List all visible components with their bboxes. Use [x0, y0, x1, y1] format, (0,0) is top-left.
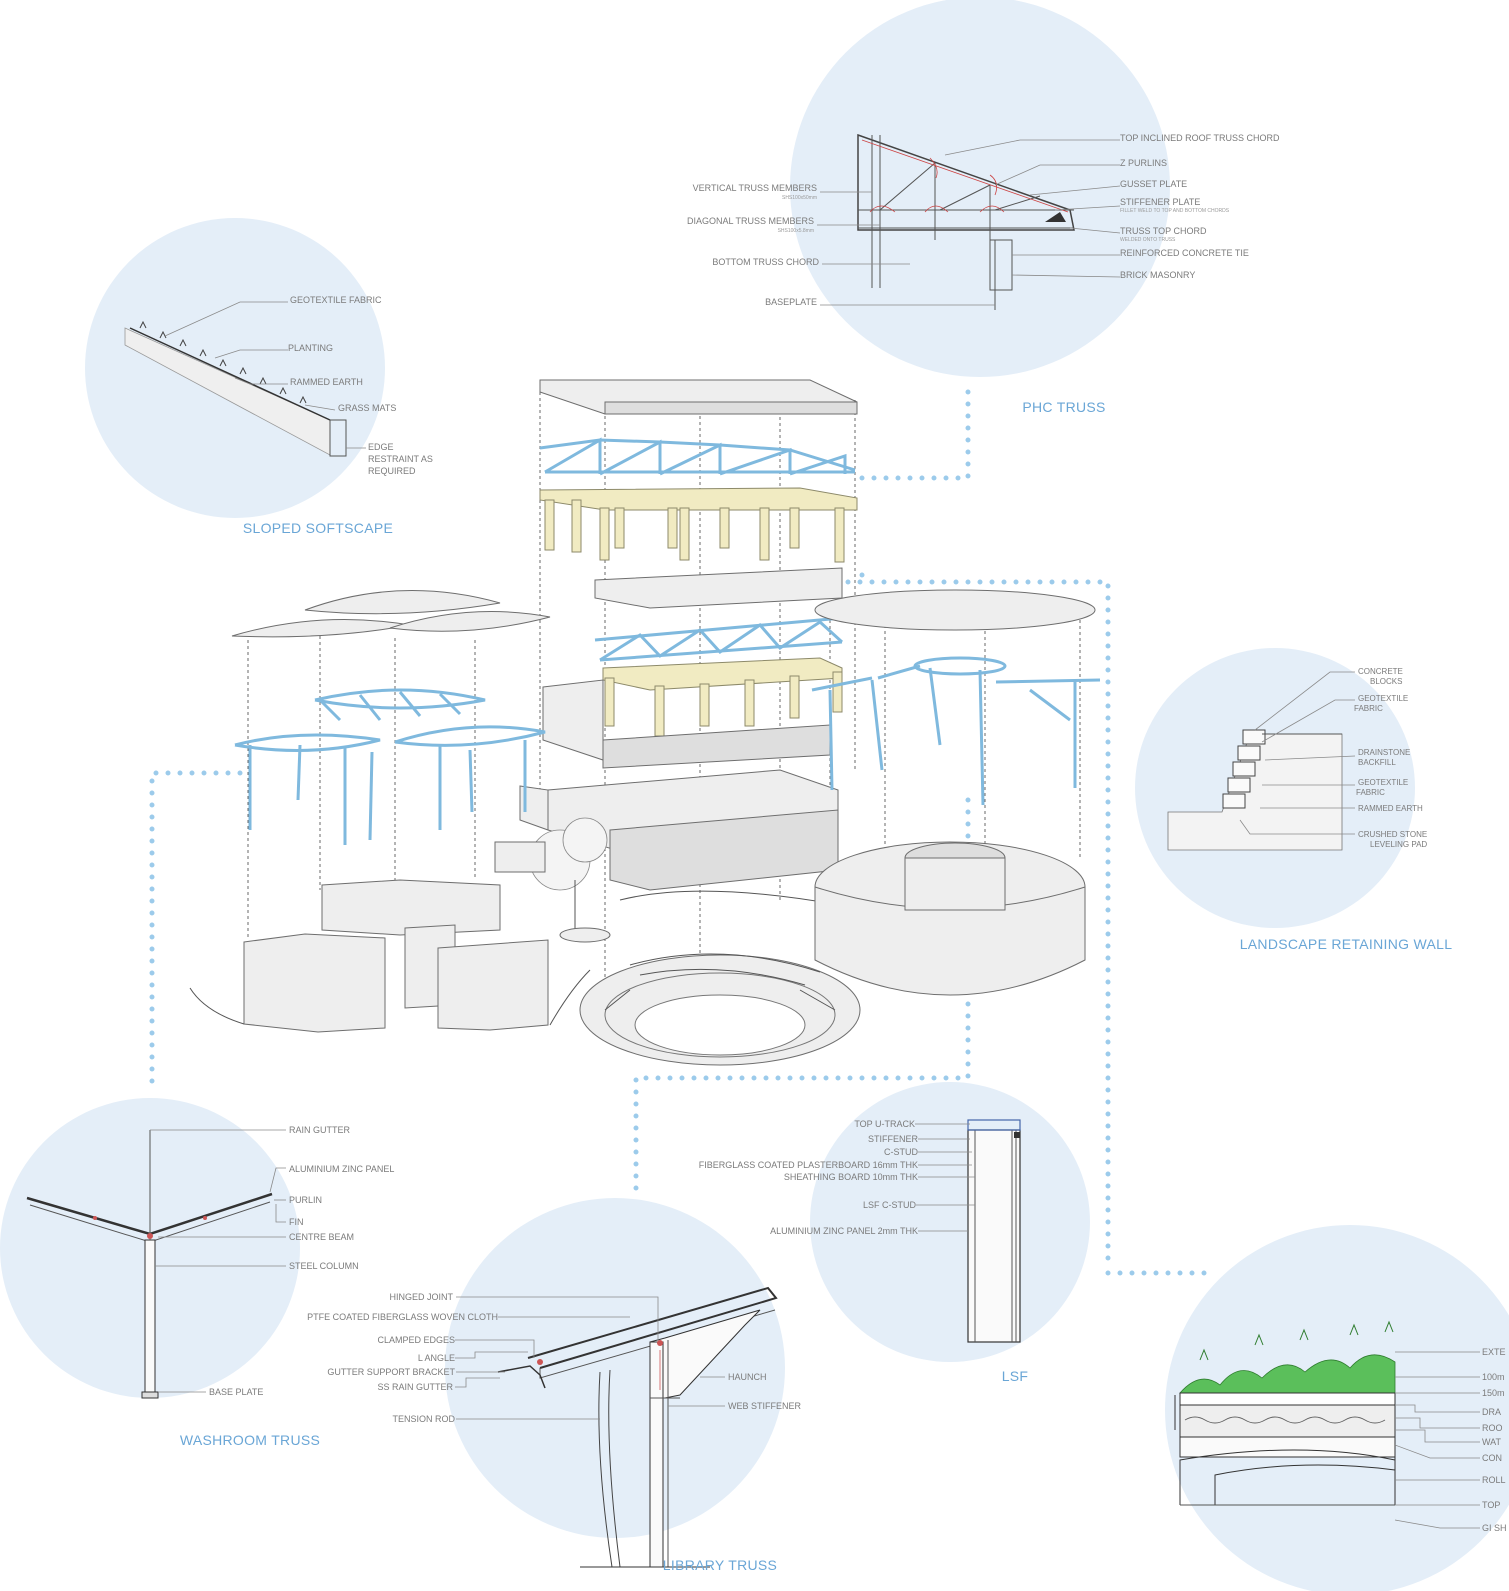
- phc-label-diagonal-sub: SHS100x5.8mm: [778, 228, 814, 234]
- phc-label-top-chord-sub: WELDED ONTO TRUSS: [1120, 237, 1176, 243]
- lsf-detail: TOP U-TRACK STIFFENER C-STUD FIBERGLASS …: [699, 1119, 1029, 1384]
- lsf-label-zinc-panel: ALUMINIUM ZINC PANEL 2mm THK: [770, 1226, 918, 1236]
- library-label-clamped-edges: CLAMPED EDGES: [377, 1335, 455, 1345]
- phc-label-vertical: VERTICAL TRUSS MEMBERS: [693, 183, 817, 193]
- washroom-label-base-plate: BASE PLATE: [209, 1387, 263, 1397]
- lsf-title: LSF: [1002, 1368, 1029, 1384]
- tree: [494, 817, 611, 943]
- lower-building: [519, 769, 841, 906]
- green-roof-label-1: EXTE: [1482, 1347, 1506, 1357]
- washroom-label-fin: FIN: [289, 1217, 304, 1227]
- middle-glulam-frame: [602, 657, 843, 737]
- library-label-tension-rod: TENSION ROD: [392, 1414, 455, 1424]
- library-truss-detail: HINGED JOINT PTFE COATED FIBERGLASS WOVE…: [307, 1286, 802, 1573]
- retaining-label-rammed-earth: RAMMED EARTH: [1358, 804, 1423, 813]
- lsf-label-stiffener: STIFFENER: [868, 1134, 919, 1144]
- green-roof-label-3: 150m: [1482, 1388, 1505, 1398]
- library-title: LIBRARY TRUSS: [663, 1557, 777, 1573]
- washroom-truss-detail: RAIN GUTTER ALUMINIUM ZINC PANEL PURLIN …: [26, 1125, 394, 1448]
- softscape-label-planting: PLANTING: [288, 343, 333, 353]
- washroom-title: WASHROOM TRUSS: [180, 1432, 320, 1448]
- library-circle: [445, 1198, 785, 1538]
- phc-right-labels: TOP INCLINED ROOF TRUSS CHORD Z PURLINS …: [1120, 133, 1280, 280]
- phc-truss-detail: TOP INCLINED ROOF TRUSS CHORD Z PURLINS …: [687, 133, 1280, 415]
- phc-label-stiffener: STIFFENER PLATE: [1120, 197, 1200, 207]
- retaining-label-fabric-2: FABRIC: [1356, 788, 1385, 797]
- phc-label-truss-top-chord: TRUSS TOP CHORD: [1120, 226, 1207, 236]
- phc-label-stiffener-sub: FILLET WELD TO TOP AND BOTTOM CHORDS: [1120, 208, 1230, 214]
- green-roof-label-10: GI SH: [1482, 1523, 1507, 1533]
- left-leaf-canopies: [231, 590, 551, 638]
- phc-label-vertical-sub: SHS100x50mm: [782, 195, 817, 201]
- phc-label-baseplate: BASEPLATE: [765, 297, 817, 307]
- retaining-label-blocks: BLOCKS: [1370, 677, 1402, 686]
- softscape-label-restraint: RESTRAINT AS: [368, 454, 433, 464]
- green-roof-label-6: WAT: [1482, 1437, 1501, 1447]
- library-label-haunch: HAUNCH: [728, 1372, 767, 1382]
- washroom-label-rain-gutter: RAIN GUTTER: [289, 1125, 351, 1135]
- softscape-title: SLOPED SOFTSCAPE: [243, 520, 393, 536]
- library-label-hinged-joint: HINGED JOINT: [389, 1292, 453, 1302]
- library-label-web-stiffener: WEB STIFFENER: [728, 1401, 802, 1411]
- phc-label-brick: BRICK MASONRY: [1120, 270, 1195, 280]
- phc-title: PHC TRUSS: [1022, 399, 1105, 415]
- retaining-label-fabric-1: FABRIC: [1354, 704, 1383, 713]
- central-axonometric: [189, 379, 1101, 1066]
- softscape-label-geotextile: GEOTEXTILE FABRIC: [290, 295, 382, 305]
- library-label-bracket: GUTTER SUPPORT BRACKET: [327, 1367, 455, 1377]
- green-roof-label-7: CON: [1482, 1453, 1502, 1463]
- green-roof-detail: EXTE 100m 150m DRA ROO WAT CON ROLL TOP …: [1174, 1320, 1507, 1533]
- softscape-label-edge: EDGE: [368, 442, 394, 452]
- green-roof-label-9: TOP: [1482, 1500, 1500, 1510]
- green-roof-planting: [1179, 1320, 1396, 1394]
- left-buildings: [189, 879, 591, 1033]
- retaining-label-drainstone: DRAINSTONE: [1358, 748, 1410, 757]
- washroom-label-zinc-panel: ALUMINIUM ZINC PANEL: [289, 1164, 394, 1174]
- phc-left-labels: VERTICAL TRUSS MEMBERS SHS100x50mm DIAGO…: [687, 183, 820, 307]
- softscape-label-grass-mats: GRASS MATS: [338, 403, 396, 413]
- phc-label-purlins: Z PURLINS: [1120, 158, 1167, 168]
- dotted-connectors: [149, 385, 1213, 1276]
- softscape-label-rammed-earth: RAMMED EARTH: [290, 377, 363, 387]
- retaining-label-geotextile-2: GEOTEXTILE: [1358, 778, 1408, 787]
- retaining-label-crushed-stone: CRUSHED STONE: [1358, 830, 1427, 839]
- green-roof-label-4: DRA: [1482, 1407, 1501, 1417]
- washroom-label-steel-column: STEEL COLUMN: [289, 1261, 359, 1271]
- green-roof-label-5: ROO: [1482, 1423, 1503, 1433]
- green-roof-label-8: ROLL: [1482, 1475, 1506, 1485]
- retaining-wall-detail: CONCRETE BLOCKS GEOTEXTILE FABRIC DRAINS…: [1167, 667, 1453, 952]
- library-label-gutter: SS RAIN GUTTER: [377, 1382, 453, 1392]
- washroom-label-purlin: PURLIN: [289, 1195, 322, 1205]
- lsf-label-lsf-c-stud: LSF C-STUD: [863, 1200, 917, 1210]
- phc-label-bottom-chord: BOTTOM TRUSS CHORD: [712, 257, 819, 267]
- softscape-detail: GEOTEXTILE FABRIC PLANTING RAMMED EARTH …: [124, 295, 433, 536]
- circular-pavilion: [811, 589, 1101, 996]
- phc-label-gusset: GUSSET PLATE: [1120, 179, 1187, 189]
- green-roof-label-2: 100m: [1482, 1372, 1505, 1382]
- phc-label-top-chord: TOP INCLINED ROOF TRUSS CHORD: [1120, 133, 1280, 143]
- retaining-label-leveling: LEVELING PAD: [1370, 840, 1427, 849]
- softscape-label-required: REQUIRED: [368, 466, 416, 476]
- washroom-label-centre-beam: CENTRE BEAM: [289, 1232, 354, 1242]
- lsf-label-c-stud: C-STUD: [884, 1147, 918, 1157]
- phc-label-concrete-tie: REINFORCED CONCRETE TIE: [1120, 248, 1249, 258]
- upper-truss: [539, 437, 856, 476]
- lsf-label-sheathing: SHEATHING BOARD 10mm THK: [784, 1172, 918, 1182]
- retaining-label-backfill: BACKFILL: [1358, 758, 1396, 767]
- left-canopy-trusses: [234, 688, 546, 845]
- phc-circle: [790, 0, 1170, 377]
- library-label-l-angle: L ANGLE: [418, 1353, 455, 1363]
- library-label-ptfe: PTFE COATED FIBERGLASS WOVEN CLOTH: [307, 1312, 498, 1322]
- amphitheatre: [579, 953, 861, 1066]
- middle-truss: [594, 616, 844, 662]
- upper-glulam-frame: [539, 487, 858, 563]
- retaining-title: LANDSCAPE RETAINING WALL: [1240, 936, 1453, 952]
- softscape-circle: [85, 218, 385, 518]
- lsf-label-plasterboard: FIBERGLASS COATED PLASTERBOARD 16mm THK: [699, 1160, 918, 1170]
- retaining-label-concrete: CONCRETE: [1358, 667, 1403, 676]
- phc-label-diagonal: DIAGONAL TRUSS MEMBERS: [687, 216, 814, 226]
- lsf-label-top-u-track: TOP U-TRACK: [854, 1119, 915, 1129]
- retaining-label-geotextile-1: GEOTEXTILE: [1358, 694, 1408, 703]
